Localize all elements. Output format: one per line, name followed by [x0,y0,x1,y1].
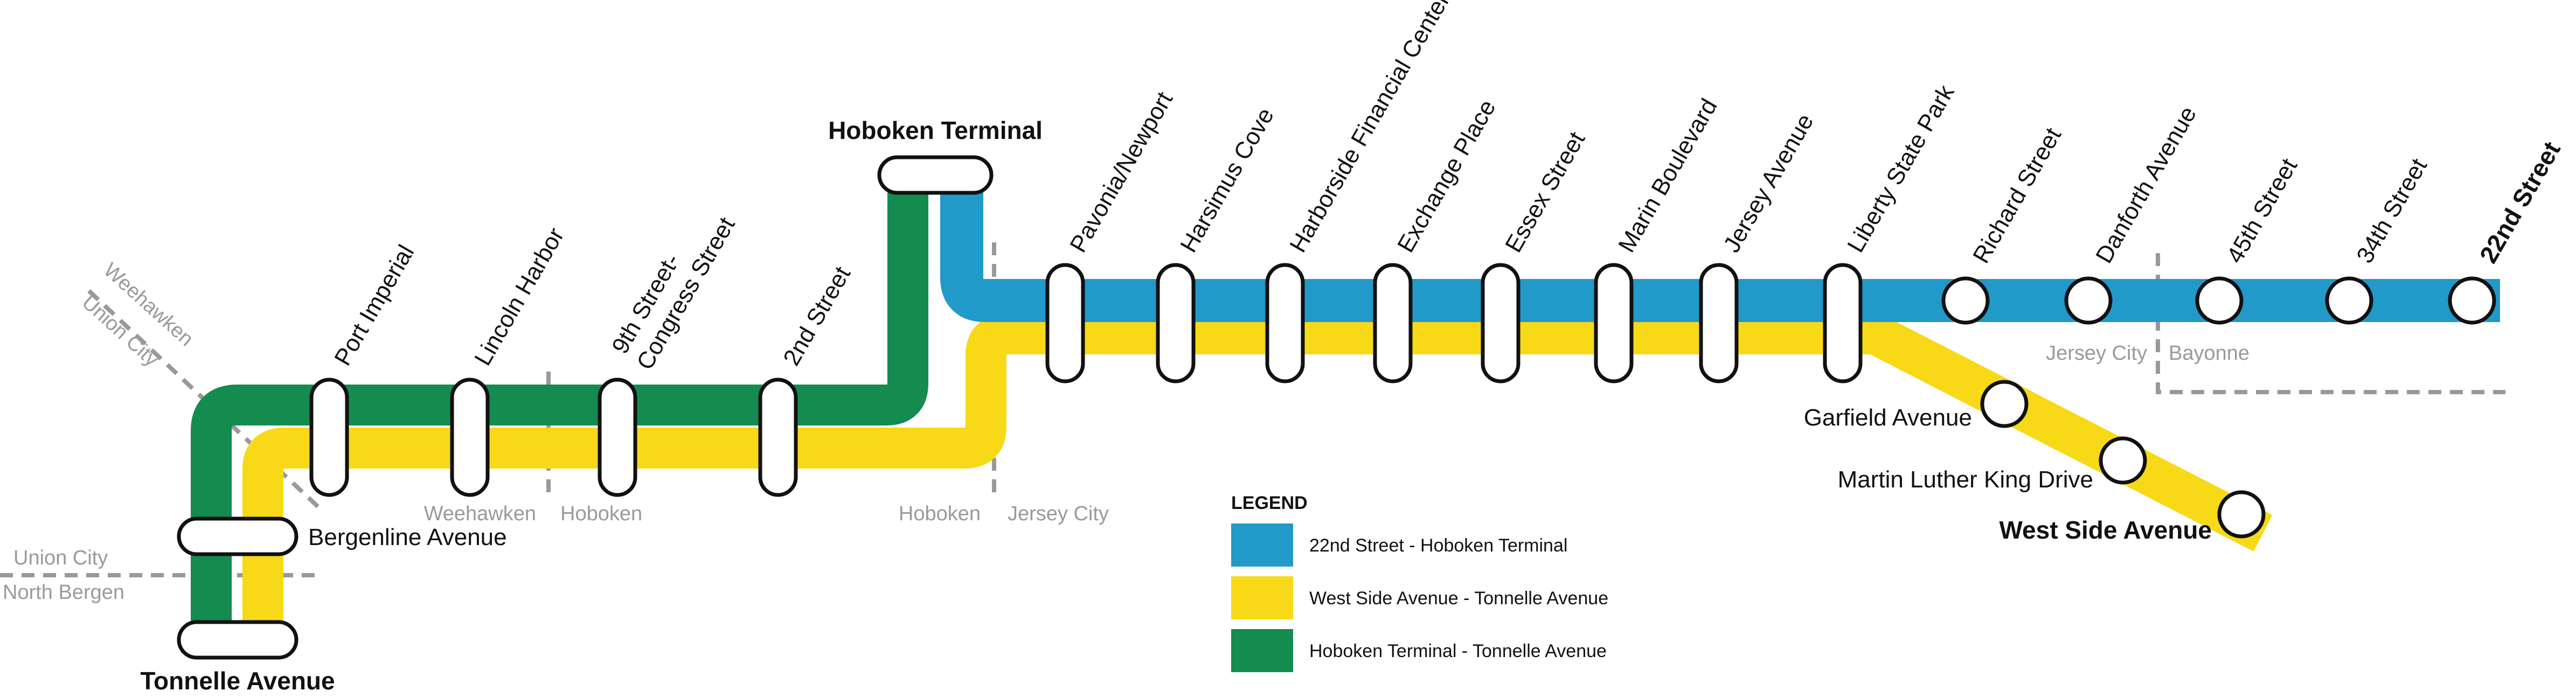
station-label-liberty: Liberty State Park [1842,80,1960,257]
legend: LEGEND 22nd Street - Hoboken Terminal We… [1231,493,1608,672]
station-markers [177,155,2496,660]
station-label-lincoln-harbor: Lincoln Harbor [469,224,570,370]
legend-swatch-yellow [1231,576,1293,619]
station-marker-danforth [2064,276,2113,325]
green-route-line [191,175,928,638]
station-label-port-imperial: Port Imperial [329,240,419,370]
legend-swatch-green [1231,629,1293,672]
station-label-richard: Richard Street [1968,123,2066,268]
town-label-jersey-city-west: Jersey City [1008,502,1109,525]
station-label-garfield: Garfield Avenue [1804,404,1972,431]
station-marker-9th-street [598,378,637,497]
station-label-harsimus: Harsimus Cove [1175,103,1279,257]
station-marker-jersey-avenue [1699,263,1739,383]
station-label-exchange: Exchange Place [1392,95,1501,257]
town-label-north-bergen: North Bergen [3,581,124,604]
station-marker-west-side [2217,490,2266,539]
legend-label-blue: 22nd Street - Hoboken Terminal [1309,535,1567,556]
station-marker-2nd-street [758,378,798,497]
station-label-jersey-avenue: Jersey Avenue [1718,109,1818,257]
legend-swatch-blue [1231,524,1293,567]
station-marker-essex [1481,263,1520,383]
station-marker-richard [1941,276,1990,325]
station-marker-harsimus [1156,263,1196,383]
route-lines [191,175,2500,638]
station-label-34th: 34th Street [2351,154,2432,268]
station-marker-liberty [1823,263,1863,383]
station-label-danforth: Danforth Avenue [2091,102,2202,268]
station-label-tonnelle-avenue: Tonnelle Avenue [140,667,335,695]
station-label-2nd-street: 2nd Street [778,262,856,370]
station-marker-34th [2325,276,2373,325]
legend-label-yellow: West Side Avenue - Tonnelle Avenue [1309,588,1608,609]
town-label-hoboken-east: Hoboken [899,502,981,525]
station-marker-garfield [1980,380,2029,428]
station-marker-lincoln-harbor [450,378,490,497]
legend-title: LEGEND [1231,493,1308,513]
station-label-bergenline-avenue: Bergenline Avenue [308,524,507,550]
station-label-pavonia: Pavonia/Newport [1065,87,1178,257]
blue-route-line [940,175,2500,322]
station-marker-22nd [2448,276,2496,325]
station-label-22nd: 22nd Street [2474,137,2566,268]
town-label-weehawken: Weehawken [424,502,536,525]
town-label-jersey-city-east: Jersey City [2046,342,2147,365]
station-label-essex: Essex Street [1500,127,1590,257]
station-marker-hoboken-terminal [877,155,994,195]
legend-label-green: Hoboken Terminal - Tonnelle Avenue [1309,641,1607,661]
station-marker-tonnelle-avenue [177,620,298,660]
station-label-hoboken-terminal: Hoboken Terminal [828,116,1043,144]
station-label-west-side: West Side Avenue [1999,516,2212,544]
town-label-union-city: Union City [13,547,108,569]
town-label-hoboken-west: Hoboken [560,502,642,525]
station-marker-harborside [1265,263,1305,383]
station-marker-bergenline-avenue [177,516,298,556]
station-marker-marin [1594,263,1634,383]
station-marker-mlk [2099,436,2147,485]
town-label-bayonne: Bayonne [2169,342,2249,365]
station-marker-exchange [1373,263,1413,383]
station-label-45th: 45th Street [2221,154,2302,268]
station-marker-pavonia [1045,263,1085,383]
station-label-mlk: Martin Luther King Drive [1838,466,2093,493]
station-marker-port-imperial [309,378,349,497]
yellow-route-line [242,313,2273,638]
station-marker-45th [2195,276,2244,325]
station-label-marin: Marin Boulevard [1613,94,1723,257]
